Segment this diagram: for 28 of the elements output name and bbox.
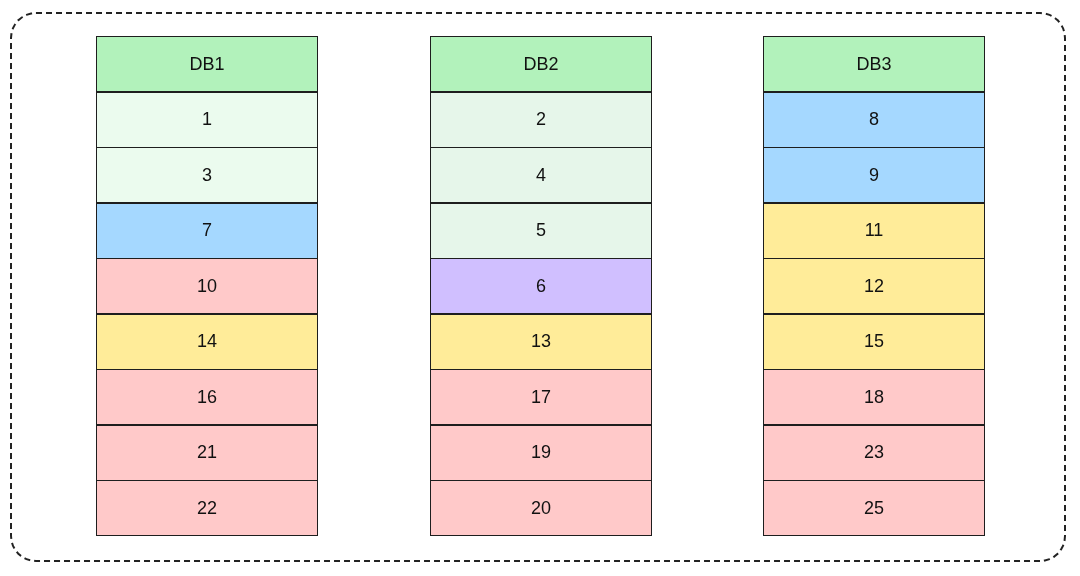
- record-box: 2: [430, 91, 652, 148]
- record-box: 1: [96, 91, 318, 148]
- record-box: 5: [430, 202, 652, 259]
- record-box: 12: [763, 258, 985, 314]
- record-box: 3: [96, 147, 318, 203]
- record-box: 6: [430, 258, 652, 314]
- database-header: DB2: [430, 36, 652, 92]
- record-box: 25: [763, 480, 985, 536]
- record-box: 22: [96, 480, 318, 536]
- record-box: 13: [430, 313, 652, 370]
- record-box: 23: [763, 424, 985, 481]
- record-box: 20: [430, 480, 652, 536]
- database-header: DB1: [96, 36, 318, 92]
- dashed-container: [10, 12, 1066, 562]
- record-box: 8: [763, 91, 985, 148]
- record-box: 4: [430, 147, 652, 203]
- record-box: 14: [96, 313, 318, 370]
- record-box: 10: [96, 258, 318, 314]
- record-box: 19: [430, 424, 652, 481]
- record-box: 18: [763, 369, 985, 425]
- database-header: DB3: [763, 36, 985, 92]
- record-box: 15: [763, 313, 985, 370]
- record-box: 9: [763, 147, 985, 203]
- record-box: 16: [96, 369, 318, 425]
- record-box: 21: [96, 424, 318, 481]
- record-box: 7: [96, 202, 318, 259]
- record-box: 11: [763, 202, 985, 259]
- record-box: 17: [430, 369, 652, 425]
